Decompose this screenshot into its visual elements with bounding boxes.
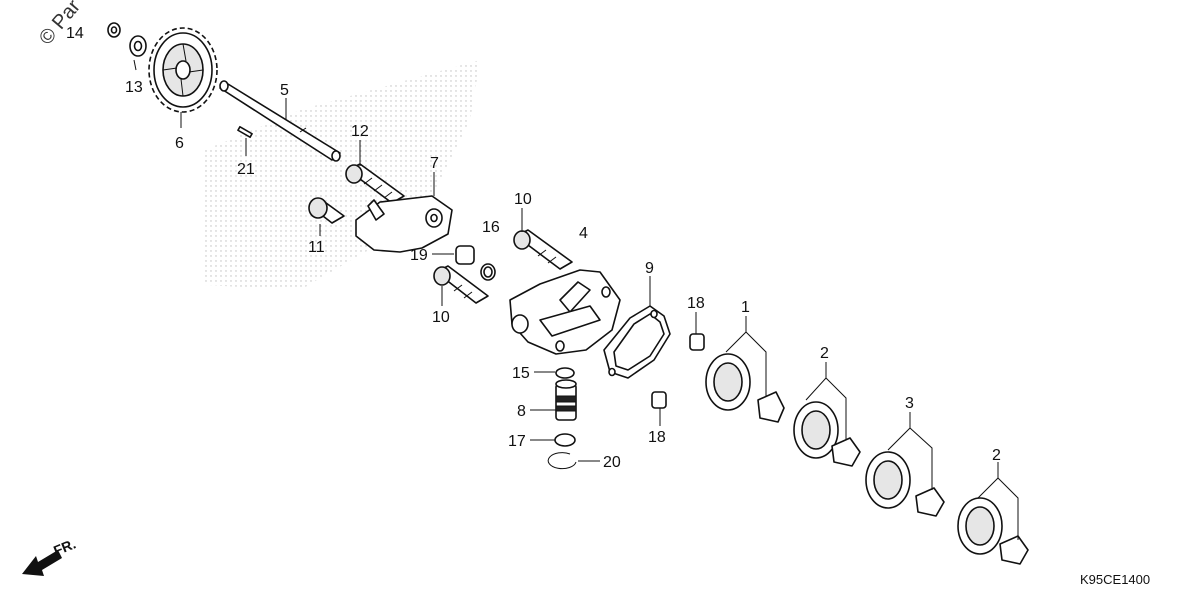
front-arrow-icon	[22, 550, 62, 576]
background-stipple	[205, 60, 480, 290]
part-1-rotor-outer	[705, 353, 751, 411]
part-1-rotor-inner	[757, 391, 785, 423]
part-8-relief-valve	[555, 379, 577, 421]
part-4-pump-body	[509, 269, 621, 355]
part-19-dowel	[455, 245, 475, 265]
part-9-gasket	[603, 305, 671, 379]
part-21-pin	[237, 125, 253, 139]
callout-11: 11	[308, 239, 325, 256]
callout-4: 4	[579, 225, 588, 242]
callout-12: 12	[351, 123, 369, 140]
callout-16: 16	[482, 219, 500, 236]
part-3-rotor-inner	[915, 487, 945, 517]
part-10-bolt-lower	[433, 265, 489, 304]
callout-17: 17	[508, 433, 526, 450]
callout-15: 15	[512, 365, 530, 382]
callout-10-upper: 10	[514, 191, 532, 208]
part-3-rotor-outer	[865, 451, 911, 509]
callout-8: 8	[517, 403, 526, 420]
part-5-pump-shaft	[219, 80, 341, 162]
part-13-washer	[129, 35, 147, 57]
callout-3: 3	[905, 395, 914, 412]
part-7-plate	[355, 195, 453, 253]
callout-20: 20	[603, 454, 621, 471]
part-18-dowel-upper	[689, 333, 705, 351]
callout-1: 1	[741, 299, 750, 316]
diagram-reference-code: K95CE1400	[1080, 572, 1150, 587]
front-direction-indicator: FR.	[22, 535, 78, 576]
callout-13: 13	[125, 79, 143, 96]
front-direction-label: FR.	[51, 535, 78, 558]
callout-19: 19	[410, 247, 428, 264]
leader-lines	[133, 59, 1019, 540]
part-6-gear	[148, 27, 218, 113]
callout-6: 6	[175, 135, 184, 152]
part-16-o-ring	[480, 263, 496, 281]
callout-2-second: 2	[992, 447, 1001, 464]
part-2-rotor-outer-first	[793, 401, 839, 459]
callout-9: 9	[645, 260, 654, 277]
callout-18-upper: 18	[687, 295, 705, 312]
callout-7: 7	[430, 155, 439, 172]
part-11-bolt	[308, 197, 345, 224]
part-12-bolt	[345, 163, 405, 204]
callout-21: 21	[237, 161, 255, 178]
callout-10-lower: 10	[432, 309, 450, 326]
part-15-o-ring	[555, 367, 575, 379]
part-10-bolt-upper	[513, 229, 573, 270]
part-18-dowel-lower	[651, 391, 667, 409]
callout-labels: 14 13 6 5 21 12 7 11 10 16 4 19 10 9 18 …	[66, 25, 1001, 471]
callout-18-lower: 18	[648, 429, 666, 446]
part-2-rotor-inner-second	[999, 535, 1029, 565]
part-2-rotor-inner-first	[831, 437, 861, 467]
part-14-circlip	[107, 22, 121, 38]
part-2-rotor-outer-second	[957, 497, 1003, 555]
part-20-snap-ring	[547, 452, 577, 470]
callout-5: 5	[280, 82, 289, 99]
part-17-o-ring	[554, 433, 576, 447]
callout-14: 14	[66, 25, 84, 42]
callout-2-first: 2	[820, 345, 829, 362]
